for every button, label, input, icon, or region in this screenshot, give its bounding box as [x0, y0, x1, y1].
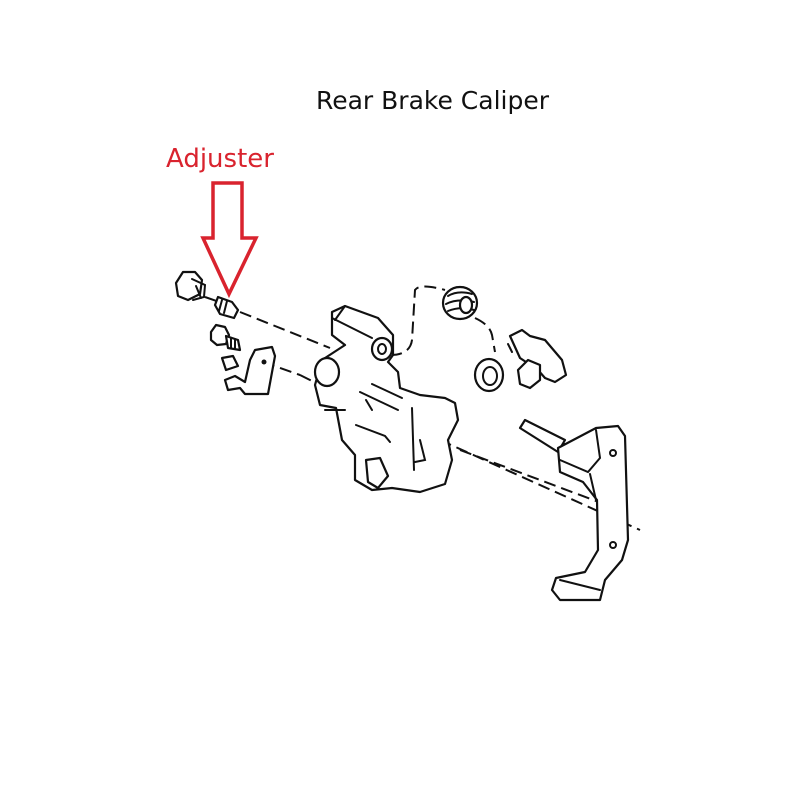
adjuster-part: [213, 295, 240, 320]
retaining-clip: [220, 345, 277, 396]
adjuster-label: Adjuster: [166, 144, 274, 174]
adjuster-arrow-icon: [200, 181, 259, 299]
cap-nut: [174, 270, 207, 302]
mounting-bolt: [209, 323, 242, 352]
parking-lever: [507, 328, 568, 390]
caliper-bracket: [518, 418, 630, 602]
piston-boot: [441, 285, 479, 321]
piston-seal: [473, 357, 505, 393]
diagram-title: Rear Brake Caliper: [315, 86, 550, 115]
caliper-body: [313, 304, 460, 494]
